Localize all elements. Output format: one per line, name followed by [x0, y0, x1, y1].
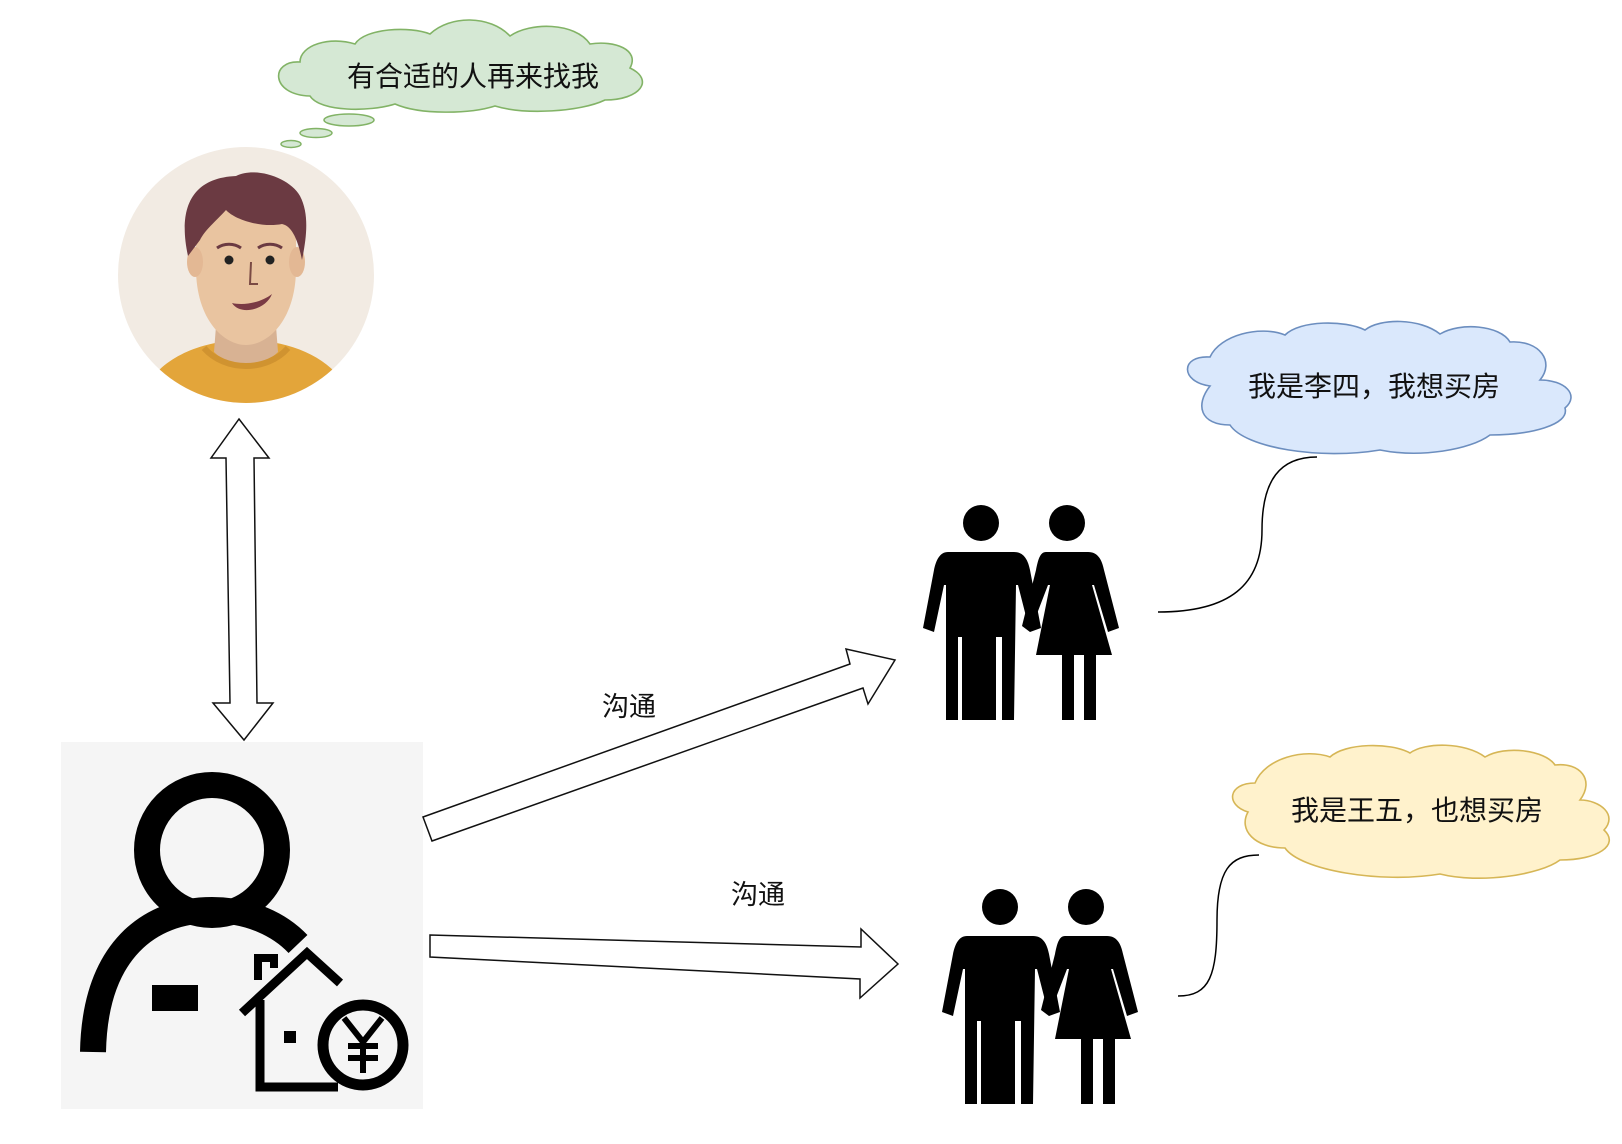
couple-icon-1	[923, 505, 1119, 720]
blue-thought-cloud	[1186, 320, 1572, 455]
double-arrow-landlord-agent	[209, 417, 275, 742]
wang-wu-thought-text: 我是王五，也想买房	[1291, 794, 1544, 827]
green-cloud-shape	[277, 19, 644, 113]
connector-curve-2	[1177, 854, 1260, 997]
connector-curve-1	[1157, 456, 1318, 613]
landlord-thought-text: 有合适的人再来找我	[347, 60, 600, 93]
edge-label-upper: 沟通	[602, 692, 656, 723]
thought-bubble-small	[280, 139, 302, 149]
arrow-to-buyers-1	[422, 647, 897, 842]
li-si-thought-text: 我是李四，我想买房	[1248, 370, 1501, 403]
real-estate-agent-icon	[61, 742, 423, 1109]
edge-label-lower: 沟通	[731, 880, 785, 911]
couple-icon-2	[942, 889, 1138, 1104]
yellow-thought-cloud	[1231, 744, 1611, 879]
landlord-thought-cloud	[277, 19, 644, 149]
thought-bubble-large	[323, 113, 375, 127]
arrow-to-buyers-2	[429, 927, 900, 1000]
man-avatar-icon	[118, 147, 374, 403]
thought-bubble-medium	[299, 127, 333, 139]
